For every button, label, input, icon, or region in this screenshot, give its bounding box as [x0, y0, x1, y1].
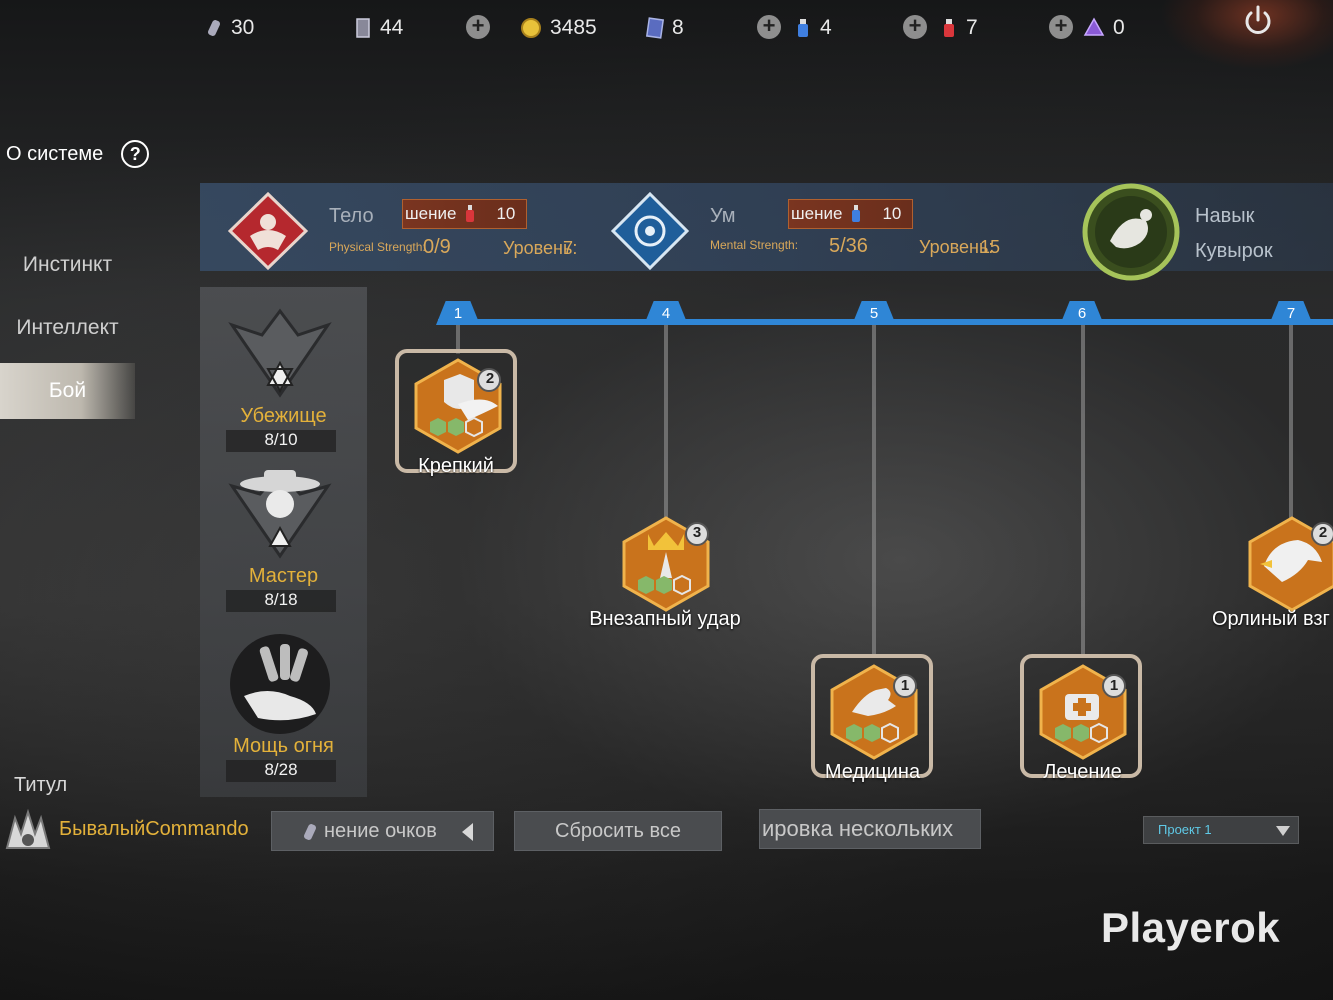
help-icon[interactable]: ? — [121, 140, 150, 168]
timeline-connector — [872, 324, 876, 656]
timeline-connector — [456, 324, 460, 354]
resource-tickets-value: 8 — [672, 16, 684, 39]
title-value: БывалыйCommando — [59, 818, 249, 840]
multi-distribution-button[interactable]: ировка нескольких — [759, 809, 981, 849]
commando-title-icon — [5, 808, 51, 849]
body-strength-label: Physical Strength: — [329, 240, 426, 254]
resource-tickets: 8 — [646, 12, 684, 44]
master-emblem-icon — [228, 469, 332, 559]
body-level-value: 7 — [563, 238, 574, 258]
skill-label: Навык — [1195, 205, 1255, 227]
mind-name: Ум — [710, 205, 736, 227]
add-blue-flask-button[interactable]: + — [757, 15, 781, 39]
add-cards-button[interactable]: + — [466, 15, 490, 39]
ticket-icon — [646, 17, 664, 39]
category-firepower-count: 8/28 — [226, 760, 336, 782]
shelter-emblem-icon — [228, 308, 332, 398]
project-select[interactable]: Проект 1 — [1143, 816, 1299, 844]
resource-red-flask-value: 7 — [966, 16, 978, 39]
category-shelter-name: Убежище — [240, 405, 327, 427]
mind-level-value: 15 — [980, 237, 1001, 257]
resource-crystal-value: 0 — [1113, 16, 1125, 39]
mind-boost-value: 10 — [882, 204, 902, 223]
firepower-emblem-icon — [230, 634, 330, 734]
skill-name: Кувырок — [1195, 240, 1273, 262]
skill-eagle-eye-label: Орлиный взг — [1212, 608, 1330, 630]
mind-strength-label: Mental Strength: — [710, 238, 799, 252]
nav-intellect[interactable]: Интеллект — [16, 316, 119, 339]
skill-sturdy-rank: 2 — [485, 370, 495, 387]
timeline-connector — [1081, 324, 1085, 656]
mind-strength-icon — [611, 192, 689, 270]
crown-dagger-icon — [622, 516, 710, 612]
reset-all-button[interactable]: Сбросить все — [514, 811, 722, 851]
timeline-connector — [1289, 324, 1293, 524]
category-master-count: 8/18 — [226, 590, 336, 612]
mind-level-label: Уровень: — [919, 237, 994, 257]
chevron-down-icon — [1276, 826, 1290, 836]
points-button[interactable]: нение очков — [271, 811, 494, 851]
mind-boost[interactable]: шение 10 — [788, 199, 913, 229]
body-boost-label: шение — [405, 204, 457, 223]
resource-blue-flask: 4 — [794, 12, 832, 44]
project-select-value: Проект 1 — [1158, 822, 1212, 837]
resource-crystal: 0 — [1083, 12, 1125, 44]
add-red-flask-button[interactable]: + — [903, 15, 927, 39]
timeline-connector — [664, 324, 668, 524]
category-firepower-name: Мощь огня — [233, 735, 334, 757]
resource-red-flask: 7 — [940, 12, 978, 44]
purple-crystal-icon — [1083, 17, 1105, 36]
watermark: Playerok — [1101, 904, 1281, 951]
body-strength-icon — [228, 192, 308, 270]
red-flask-icon — [944, 19, 954, 37]
nav-instinct[interactable]: Инстинкт — [22, 253, 113, 276]
skill-sturdy-label: Крепкий — [418, 455, 494, 477]
skill-sudden-strike-rank: 3 — [692, 524, 702, 541]
skill-sudden-strike-label: Внезапный удар — [589, 608, 741, 630]
category-master-name: Мастер — [248, 565, 319, 587]
add-crystal-button[interactable]: + — [1049, 15, 1073, 39]
ammo-cartridge-icon — [303, 824, 317, 840]
skill-healing-label: Лечение — [1043, 761, 1122, 783]
blue-flask-icon — [798, 19, 808, 37]
mind-boost-label: шение — [791, 204, 843, 223]
red-flask-icon — [466, 205, 475, 222]
top-glow — [1160, 0, 1333, 70]
about-system-label: О системе — [6, 142, 104, 165]
ammo-cartridge-icon — [207, 20, 221, 36]
body-boost-value: 10 — [496, 204, 516, 223]
title-label: Титул — [14, 774, 68, 796]
resource-blue-flask-value: 4 — [820, 16, 832, 39]
nav-combat[interactable]: Бой — [0, 363, 135, 419]
body-name: Тело — [329, 205, 374, 227]
skill-medicine-rank: 1 — [900, 677, 910, 694]
resource-ammo: 30 — [205, 12, 254, 44]
about-system[interactable]: О системе ? — [6, 140, 150, 168]
blue-flask-icon — [852, 205, 861, 222]
hand-icon — [830, 664, 918, 760]
roll-skill-icon[interactable] — [1080, 181, 1182, 283]
body-boost[interactable]: шение 10 — [402, 199, 527, 229]
skill-eagle-eye-rank: 2 — [1318, 524, 1328, 541]
resource-ammo-value: 30 — [231, 16, 255, 39]
body-level-label: Уровень: — [503, 238, 578, 258]
body-strength-value: 0/9 — [423, 236, 451, 258]
skill-medicine-label: Медицина — [824, 761, 921, 783]
skill-healing-rank: 1 — [1109, 677, 1119, 694]
arrow-left-icon[interactable] — [462, 823, 473, 841]
resource-gold: 3485 — [520, 12, 597, 44]
resource-cards-value: 44 — [380, 16, 404, 39]
mind-strength-value: 5/36 — [829, 235, 868, 257]
card-icon — [356, 18, 370, 38]
shield-wings-icon — [414, 358, 502, 454]
power-icon[interactable] — [1240, 3, 1276, 39]
eagle-icon — [1248, 516, 1333, 612]
points-button-label: нение очков — [324, 819, 437, 842]
resource-gold-value: 3485 — [550, 16, 597, 39]
medkit-icon — [1039, 664, 1127, 760]
category-shelter-count: 8/10 — [226, 430, 336, 452]
resource-cards: 44 — [354, 12, 403, 44]
gold-coin-icon — [521, 18, 541, 38]
